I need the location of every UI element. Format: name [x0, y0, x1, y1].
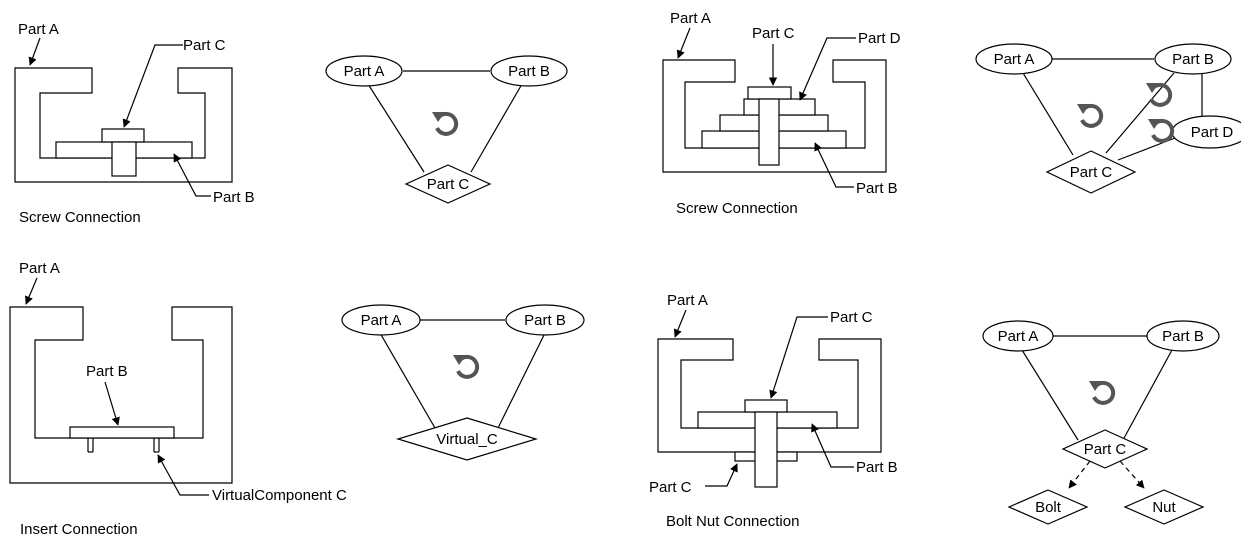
screw-connection-2-panel: Part A Part C Part D Part B Screw Connec…: [662, 10, 901, 217]
screw-connection-panel: Part A Part C Part B Screw Connection: [14, 21, 255, 226]
bolt-nut-connection-graph: Part A Part B Part C Bolt Nut: [982, 320, 1220, 525]
part-a-label: Part A: [19, 260, 60, 277]
part-a-shape: [9, 306, 233, 484]
node-nut: [1123, 489, 1205, 525]
part-b-label: Part B: [213, 189, 255, 206]
node-part-c-label: Part C: [1070, 164, 1113, 181]
part-a-label: Part A: [18, 21, 59, 38]
node-part-a: [982, 320, 1054, 352]
edge-a-c: [367, 83, 425, 173]
caption: Screw Connection: [676, 200, 798, 217]
part-c-bottom-arrow: [705, 463, 738, 487]
rotation-icon: [451, 353, 480, 379]
node-part-b-label: Part B: [1162, 328, 1204, 345]
bolt-nut-connection-panel: Part A Part C Part B Part C Bolt Nut Con…: [649, 292, 898, 530]
node-part-c: [1061, 429, 1149, 469]
part-c-label: Part C: [752, 25, 795, 42]
insert-connection-graph: Part A Part B Virtual_C: [341, 304, 585, 461]
node-part-b-label: Part B: [1172, 51, 1214, 68]
part-b-label: Part B: [856, 459, 898, 476]
part-d-label: Part D: [858, 30, 901, 47]
bolt-head-shape: [744, 399, 788, 413]
screw-head-shape: [101, 128, 145, 143]
node-part-b: [505, 304, 585, 336]
part-a-shape: [657, 338, 882, 453]
part-b-arrow: [811, 423, 854, 468]
virtual-arrow: [157, 454, 209, 496]
node-part-c-label: Part C: [427, 176, 470, 193]
screw-shaft-shape: [111, 141, 137, 177]
edge-a-c: [1021, 349, 1079, 441]
screw-connection-graph: Part A Part B Part C: [325, 55, 568, 204]
node-part-c: [1045, 150, 1137, 194]
part-a-label: Part A: [667, 292, 708, 309]
edge-a-c: [1022, 72, 1074, 156]
part-b-label: Part B: [856, 180, 898, 197]
caption: Insert Connection: [20, 521, 138, 538]
screw-shaft-shape: [758, 98, 780, 166]
caption: Screw Connection: [19, 209, 141, 226]
node-bolt: [1007, 489, 1089, 525]
part-c-top-arrow: [769, 316, 828, 399]
screw-head-shape: [747, 86, 792, 100]
part-b-arrow: [173, 153, 211, 197]
part-b-arrow: [814, 142, 854, 188]
node-part-b-label: Part B: [524, 312, 566, 329]
caption: Bolt Nut Connection: [666, 513, 799, 530]
rotation-icon: [1087, 379, 1116, 405]
node-part-c-label: Part C: [1084, 441, 1127, 458]
node-part-d-label: Part D: [1191, 124, 1234, 141]
part-b-arrow: [104, 381, 120, 426]
part-c-bottom-label: Part C: [649, 479, 692, 496]
part-a-arrow: [676, 27, 691, 59]
node-part-a-label: Part A: [994, 51, 1035, 68]
node-virtual-c-label: Virtual_C: [436, 431, 498, 448]
node-part-b: [1154, 43, 1232, 75]
node-part-a: [341, 304, 421, 336]
node-part-a: [975, 43, 1053, 75]
node-part-a-label: Part A: [344, 63, 385, 80]
part-a-arrow: [673, 309, 687, 338]
part-a-arrow: [25, 277, 38, 305]
part-a-shape: [14, 67, 233, 183]
part-d-arrow: [799, 37, 856, 101]
part-c-arrow: [122, 44, 183, 128]
part-a-shape: [662, 59, 887, 173]
node-part-c: [404, 164, 492, 204]
part-a-label: Part A: [670, 10, 711, 27]
rotation-icon: [430, 110, 459, 136]
edge-b-c: [497, 332, 546, 429]
node-part-b-label: Part B: [508, 63, 550, 80]
node-virtual-c: [395, 417, 539, 461]
node-part-a-label: Part A: [361, 312, 402, 329]
rotation-icon-cd: [1146, 117, 1175, 143]
part-c-top-label: Part C: [830, 309, 873, 326]
edge-c-nut: [1119, 460, 1145, 489]
part-b-shape: [69, 426, 175, 439]
rotation-icon-ab: [1075, 102, 1104, 128]
edge-a-c: [379, 332, 436, 429]
node-part-b: [1146, 320, 1220, 352]
part-a-arrow: [28, 37, 41, 66]
node-bolt-label: Bolt: [1035, 499, 1062, 516]
part-b-label: Part B: [86, 363, 128, 380]
screw-connection-2-graph: Part A Part B Part D Part C: [975, 43, 1241, 194]
node-part-b: [490, 55, 568, 87]
edge-b-c: [470, 83, 523, 173]
edge-c-bolt: [1068, 460, 1091, 489]
bolt-shaft-shape: [754, 411, 778, 488]
node-part-a: [325, 55, 403, 87]
node-nut-label: Nut: [1152, 499, 1176, 516]
insert-connection-panel: Part A Part B VirtualComponent C Insert …: [9, 260, 347, 538]
part-c-label: Part C: [183, 37, 226, 54]
node-part-a-label: Part A: [998, 328, 1039, 345]
virtual-label: VirtualComponent C: [212, 487, 347, 504]
edge-b-c: [1122, 349, 1173, 441]
